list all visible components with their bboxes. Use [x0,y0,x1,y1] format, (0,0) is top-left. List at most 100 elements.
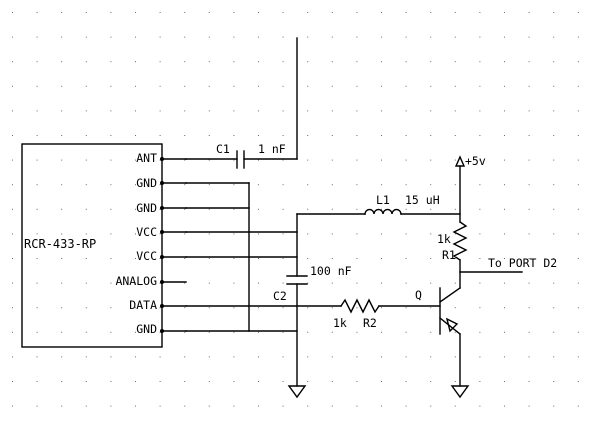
grid-dot [454,282,456,284]
grid-dot [233,307,235,309]
grid-dot [36,135,38,136]
grid-dot [331,110,333,112]
grid-dot [110,61,112,63]
grid-dot [12,135,13,136]
grid-dot [528,381,530,382]
grid-dot [61,85,63,87]
grid-dot [36,110,38,112]
grid-dot [110,159,112,161]
q-collector-leg [439,287,461,303]
grid-dot [430,12,432,13]
grid-dot [528,85,530,87]
grid-dot [479,12,481,13]
grid-dot [85,61,87,63]
grid-dot [528,12,530,13]
ground-right-icon [450,385,470,399]
grid-dot [553,282,555,284]
grid-dot [331,405,333,407]
grid-dot [258,356,259,358]
grid-dot [381,135,382,136]
r2-resistor [340,298,380,314]
grid-dot [553,258,555,259]
grid-dot [479,135,481,136]
grid-dot [381,85,382,87]
grid-dot [282,356,284,358]
grid-dot [504,233,505,235]
grid-dot [233,110,235,112]
grid-dot [381,282,382,284]
rf-module[interactable]: RCR-433-RP ANT GND GND VCC VCC ANALOG DA… [21,143,187,348]
transistor-q[interactable]: Q [415,287,461,387]
grid-dot [307,61,309,63]
grid-dot [553,405,555,407]
supply-net[interactable]: +5v 1k R1 To PORT D2 [437,154,557,289]
grid-dot [356,12,358,13]
grid-dot [405,184,407,186]
grid-dot [282,307,284,309]
grid-dot [528,405,530,407]
grid-dot [85,110,87,112]
grid-dot [528,282,530,284]
grid-dot [577,258,579,259]
grid-dot [85,381,87,382]
grid-dot [61,233,63,235]
grid-dot [282,12,284,13]
grid-dot [430,36,432,38]
grid-dot [528,356,530,358]
grid-dot [331,282,333,284]
grid-dot [405,307,407,309]
grid-dot [356,233,358,235]
data-net[interactable]: 1k R2 [185,298,441,330]
grid-dot [233,233,235,235]
grid-dot [135,12,136,13]
grid-dot [504,331,505,333]
grid-dot [356,208,358,210]
grid-dot [61,208,63,210]
grid-dot [12,331,13,333]
grid-dot [36,356,38,358]
grid-dot [159,331,161,333]
vcc-net[interactable]: 100 nF C2 L1 15 uH [185,193,461,387]
grid-dot [258,258,259,259]
grid-dot [184,36,186,38]
grid-dot [282,282,284,284]
grid-dot [430,159,432,161]
grid-dot [430,61,432,63]
grid-dot [110,307,112,309]
grid-dot [85,12,87,13]
grid-dot [479,307,481,309]
grid-dot [307,258,309,259]
grid-dot [135,208,136,210]
grid-dot [12,61,13,63]
grid-dot [184,159,186,161]
grid-dot [12,36,13,38]
grid-dot [282,405,284,407]
grid-dot [208,61,210,63]
grid-dot [307,381,309,382]
grid-dot [61,282,63,284]
grid-dots [12,12,579,407]
grid-dot [430,208,432,210]
grid-dot [12,282,13,284]
grid-dot [454,356,456,358]
grid-dot [12,405,13,407]
grid-dot [184,85,186,87]
grid-dot [356,381,358,382]
grid-dot [12,159,13,161]
grid-dot [331,135,333,136]
grid-dot [454,36,456,38]
pin-label-analog: ANALOG [115,274,157,288]
grid-dot [184,381,186,382]
grid-dot [233,282,235,284]
grid-dot [135,258,136,259]
grid-dot [405,282,407,284]
grid-dot [307,405,309,407]
grid-dot [504,356,505,358]
grid-dot [110,331,112,333]
grid-dot [110,110,112,112]
grid-dot [282,233,284,235]
antenna-net[interactable]: C1 1 nF [185,37,298,169]
grid-dot [553,159,555,161]
grid-dot [331,12,333,13]
grid-dot [479,208,481,210]
